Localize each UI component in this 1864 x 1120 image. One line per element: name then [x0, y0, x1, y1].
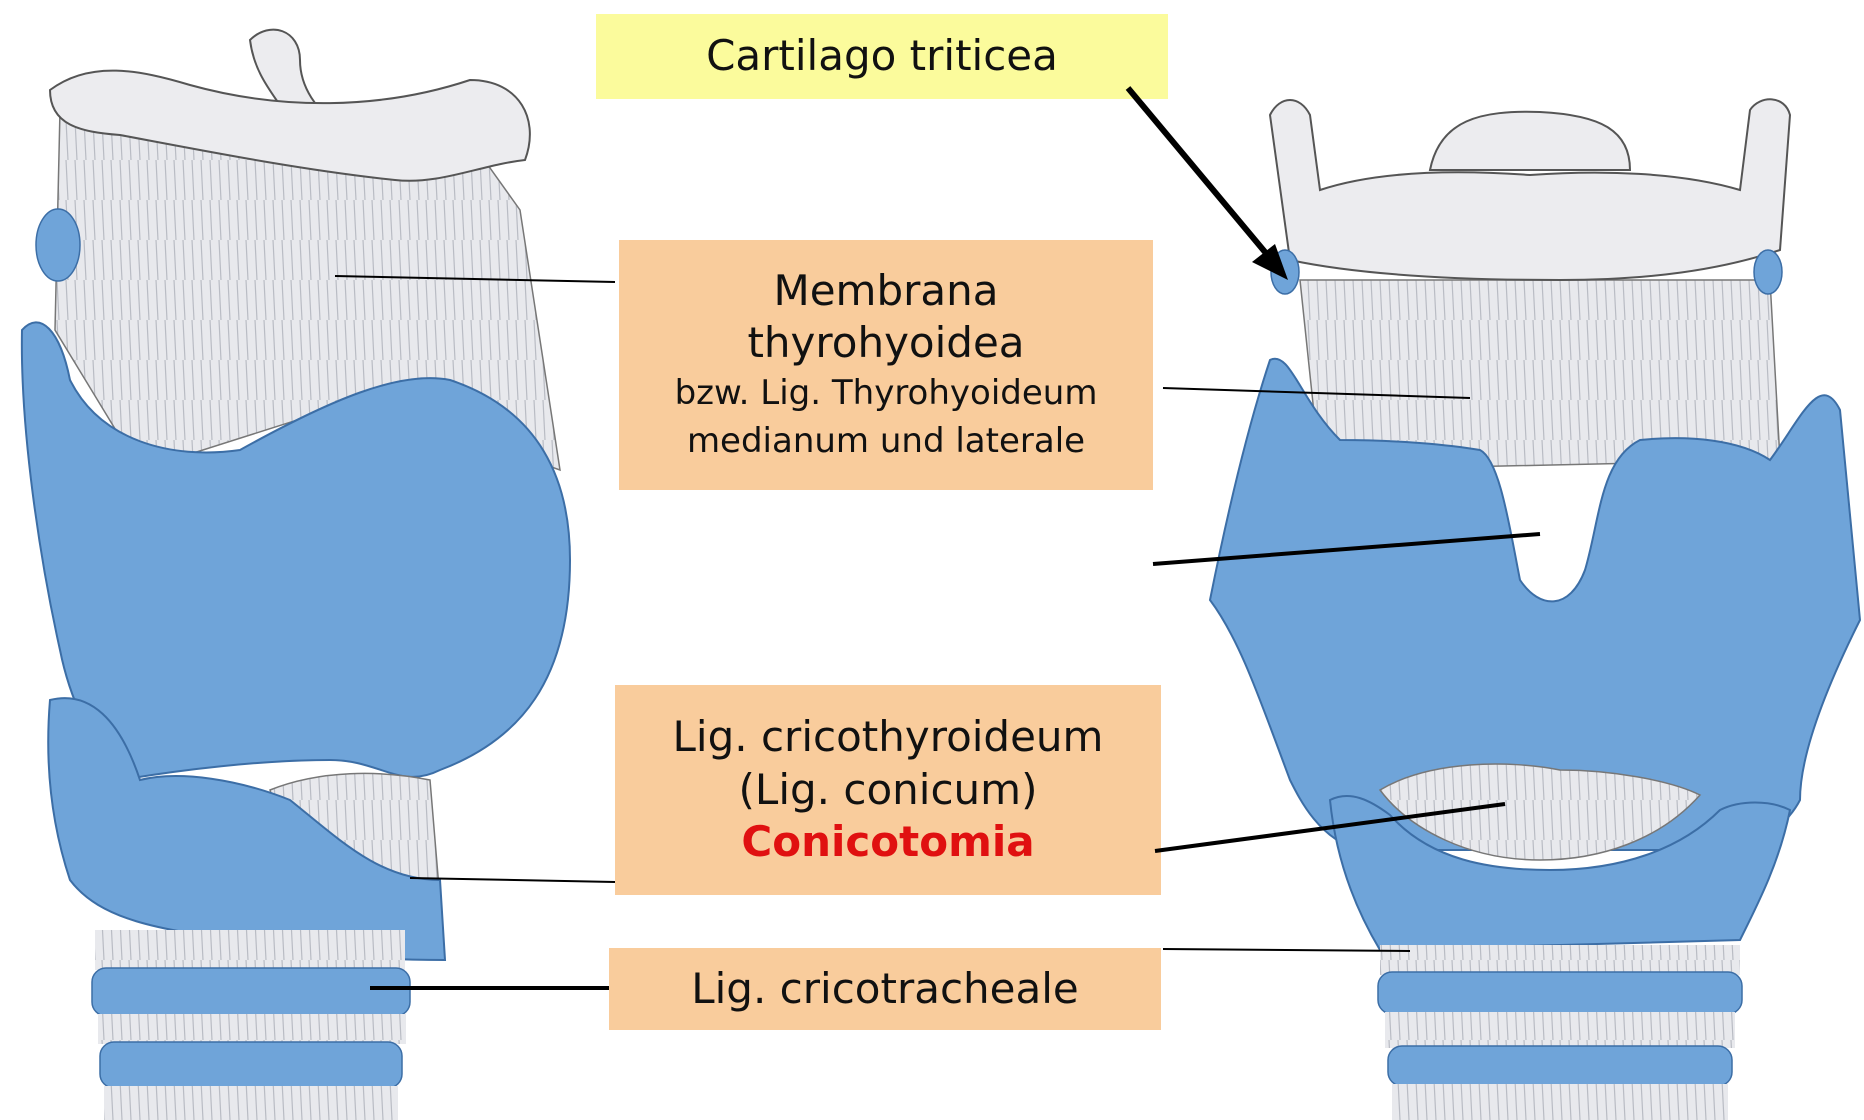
leader-cricotracheal-right: [1163, 949, 1410, 951]
right-epiglottis-tip: [1430, 112, 1630, 170]
right-tracheal-gap-1: [1380, 945, 1740, 975]
membrana-line1: Membrana: [773, 265, 998, 318]
cricothyroideum-line2: (Lig. conicum): [739, 764, 1038, 817]
right-tracheal-ring-2: [1388, 1046, 1732, 1086]
left-tracheal-gap-1: [95, 930, 405, 970]
left-larynx-lateral-view: [22, 30, 570, 1120]
right-tracheal-ring-1: [1378, 972, 1742, 1014]
cartilago-triticea-label: Cartilago triticea: [596, 14, 1168, 99]
right-larynx-anterior-view: [1210, 99, 1860, 1120]
left-tracheal-ring-1: [92, 968, 410, 1016]
right-triticeal-nodule-right: [1754, 250, 1782, 294]
cricotracheale-text: Lig. cricotracheale: [691, 963, 1079, 1016]
left-tracheal-gap-2: [98, 1014, 406, 1044]
cartilago-triticea-text: Cartilago triticea: [706, 30, 1058, 83]
left-tracheal-gap-3: [104, 1086, 398, 1120]
right-tracheal-gap-2: [1385, 1012, 1735, 1048]
right-tracheal-gap-3: [1392, 1084, 1728, 1120]
left-triticeal-nodule: [36, 209, 80, 281]
membrana-thyrohyoidea-label: Membrana thyrohyoidea bzw. Lig. Thyrohyo…: [619, 240, 1153, 490]
lig-cricotracheale-label: Lig. cricotracheale: [609, 948, 1161, 1030]
conicotomia-text: Conicotomia: [741, 816, 1034, 869]
membrana-line3: bzw. Lig. Thyrohyoideum: [675, 370, 1098, 418]
left-tracheal-ring-2: [100, 1042, 402, 1088]
membrana-line2: thyrohyoidea: [747, 317, 1024, 370]
lig-cricothyroideum-label: Lig. cricothyroideum (Lig. conicum) Coni…: [615, 685, 1161, 895]
cricothyroideum-line1: Lig. cricothyroideum: [673, 711, 1104, 764]
membrana-line4: medianum und laterale: [687, 418, 1085, 466]
arrow-triticea-shaft: [1128, 88, 1270, 258]
